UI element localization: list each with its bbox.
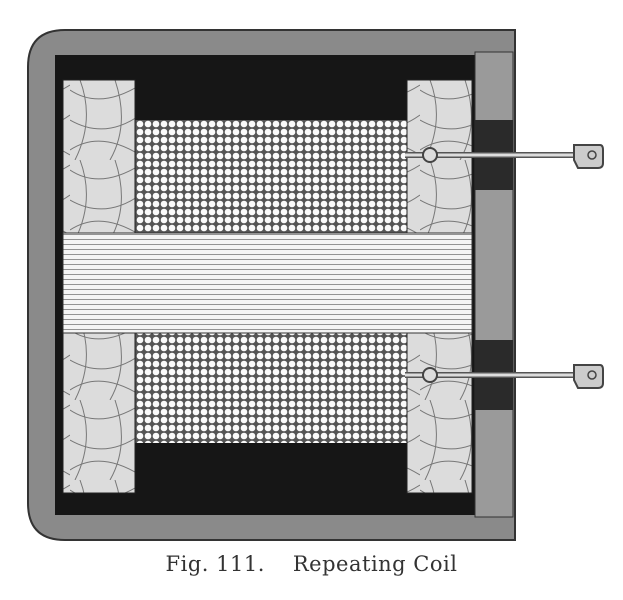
lower-terminal (405, 364, 604, 389)
lower-winding (135, 333, 407, 443)
left-lower-head (62, 332, 136, 494)
figure-caption: Fig. 111. Repeating Coil (0, 552, 623, 576)
upper-winding (135, 120, 407, 233)
upper-terminal (405, 144, 604, 169)
terminal-rivet (422, 147, 438, 163)
repeating-coil-illustration (27, 29, 604, 541)
figure-title: Repeating Coil (292, 552, 458, 576)
figure-number: Fig. 111. (165, 552, 265, 576)
terminal-rivet (422, 367, 438, 383)
right-lower-head (406, 332, 473, 494)
laminated-core (62, 232, 473, 334)
left-upper-head (62, 79, 136, 234)
terminal-lug-hole (587, 150, 597, 160)
terminal-lug-hole (587, 370, 597, 380)
